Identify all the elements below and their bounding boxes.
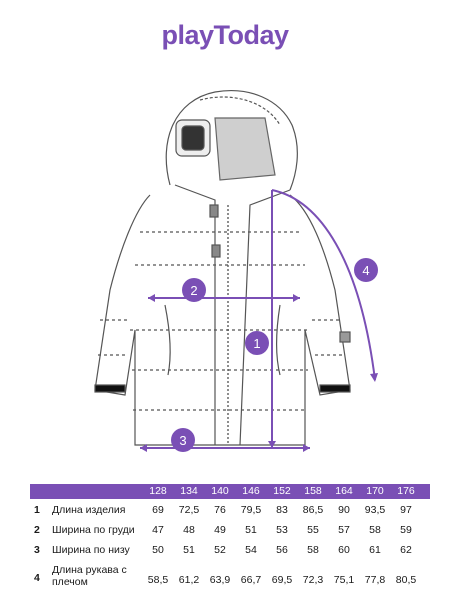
svg-text:4: 4: [362, 263, 369, 278]
svg-text:1: 1: [253, 336, 260, 351]
row-number: 3: [34, 544, 40, 556]
row-label: Длина изделия: [52, 504, 126, 516]
table-cell: 93,5: [364, 504, 386, 516]
table-cell: 76: [214, 504, 226, 516]
table-cell: 56: [276, 544, 288, 556]
table-row: 4 Длина рукава с плечом 58,5 61,2 63,9 6…: [30, 564, 430, 592]
svg-text:3: 3: [179, 433, 186, 448]
table-cell: 50: [152, 544, 164, 556]
table-row: 2 Ширина по груди 47 48 49 51 53 55 57 5…: [30, 524, 430, 544]
table-cell: 55: [307, 524, 319, 536]
table-cell: 58: [307, 544, 319, 556]
size-header: 152: [273, 485, 291, 497]
table-row: 1 Длина изделия 69 72,5 76 79,5 83 86,5 …: [30, 504, 430, 524]
size-header: 164: [335, 485, 353, 497]
marker-3: 3: [171, 428, 195, 452]
size-header: 134: [180, 485, 198, 497]
table-cell: 54: [245, 544, 257, 556]
table-cell: 47: [152, 524, 164, 536]
size-header: 158: [304, 485, 322, 497]
marker-4: 4: [354, 258, 378, 282]
size-header: 128: [149, 485, 167, 497]
brand-logo-text: playToday: [161, 20, 289, 50]
row-label: Ширина по груди: [52, 524, 135, 536]
table-cell: 58: [369, 524, 381, 536]
table-cell: 57: [338, 524, 350, 536]
table-cell: 58,5: [147, 574, 169, 586]
row-number: 1: [34, 504, 40, 516]
row-label: Длина рукава с плечом: [52, 564, 127, 588]
table-cell: 97: [400, 504, 412, 516]
table-cell: 86,5: [302, 504, 324, 516]
table-cell: 69: [152, 504, 164, 516]
table-cell: 79,5: [240, 504, 262, 516]
table-cell: 75,1: [333, 574, 355, 586]
table-row: 3 Ширина по низу 50 51 52 54 56 58 60 61…: [30, 544, 430, 564]
table-cell: 62: [400, 544, 412, 556]
table-cell: 83: [276, 504, 288, 516]
table-cell: 72,3: [302, 574, 324, 586]
table-cell: 72,5: [178, 504, 200, 516]
table-cell: 53: [276, 524, 288, 536]
row-number: 4: [34, 572, 40, 584]
size-header: 176: [397, 485, 415, 497]
row-number: 2: [34, 524, 40, 536]
table-cell: 61: [369, 544, 381, 556]
table-cell: 77,8: [364, 574, 386, 586]
size-header-bar: 128 134 140 146 152 158 164 170 176: [30, 484, 430, 499]
table-cell: 60: [338, 544, 350, 556]
table-cell: 63,9: [209, 574, 231, 586]
table-cell: 90: [338, 504, 350, 516]
row-label: Ширина по низу: [52, 544, 130, 556]
table-cell: 49: [214, 524, 226, 536]
table-cell: 59: [400, 524, 412, 536]
table-cell: 51: [183, 544, 195, 556]
table-cell: 51: [245, 524, 257, 536]
table-cell: 66,7: [240, 574, 262, 586]
table-cell: 80,5: [395, 574, 417, 586]
marker-2: 2: [182, 278, 206, 302]
size-header: 146: [242, 485, 260, 497]
marker-1: 1: [245, 331, 269, 355]
size-header: 140: [211, 485, 229, 497]
table-cell: 52: [214, 544, 226, 556]
svg-text:2: 2: [190, 283, 197, 298]
table-cell: 69,5: [271, 574, 293, 586]
size-header: 170: [366, 485, 384, 497]
table-cell: 48: [183, 524, 195, 536]
brand-logo: playToday: [0, 20, 450, 51]
jacket-illustration: 1 2 3 4: [94, 90, 378, 452]
table-cell: 61,2: [178, 574, 200, 586]
